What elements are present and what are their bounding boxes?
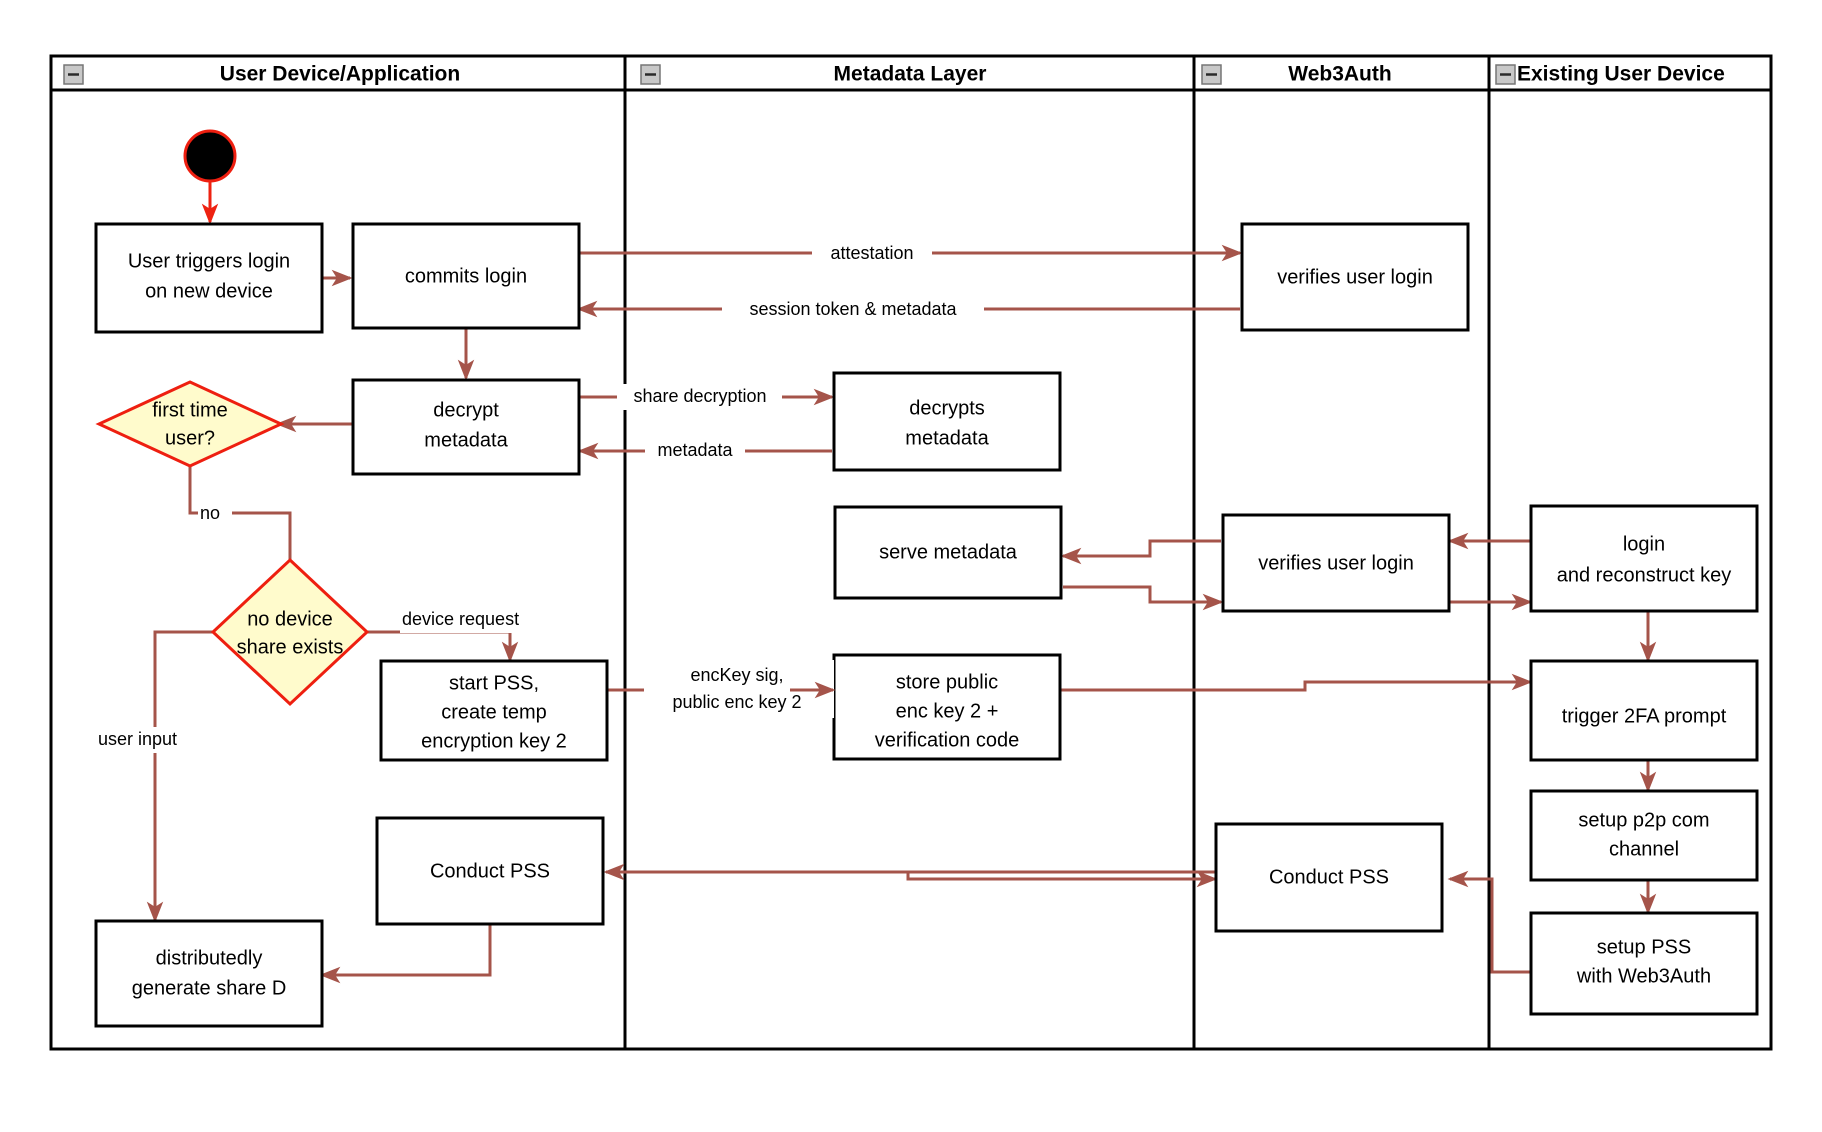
node-label-line-1: setup p2p com: [1578, 809, 1709, 831]
edge-label-bg-metadata: [645, 438, 745, 464]
minus-box-icon-lane-2[interactable]: [640, 64, 661, 85]
node-login-and-reconstruct-key[interactable]: login and reconstruct key: [1529, 504, 1759, 613]
node-label-line-1: start PSS,: [449, 672, 539, 694]
node-label-line-1: decrypts: [909, 397, 985, 419]
node-label-line-2: on new device: [145, 280, 273, 302]
swimlane-frame: [49, 54, 1773, 1051]
node-start-pss-create-temp-key[interactable]: start PSS, create temp encryption key 2: [379, 659, 609, 762]
node-decrypts-metadata[interactable]: decrypts metadata: [832, 371, 1062, 472]
node-trigger-2fa-prompt[interactable]: trigger 2FA prompt: [1529, 659, 1759, 762]
lane-title-user-device: User Device/Application: [220, 63, 460, 86]
node-label-line-2: create temp: [441, 701, 547, 723]
node-label: Conduct PSS: [430, 860, 550, 882]
edge-label-bg-no: [198, 500, 232, 526]
node-verifies-user-login-2[interactable]: verifies user login: [1221, 513, 1451, 613]
minus-box-icon-lane-1[interactable]: [63, 64, 84, 85]
node-first-time-user-decision[interactable]: first time user?: [95, 380, 285, 468]
node-label-line-1: no device: [247, 608, 333, 630]
edge-label-metadata: metadata: [657, 440, 733, 460]
node-label-line-1: User triggers login: [128, 250, 290, 272]
node-label-line-3: verification code: [875, 729, 1020, 751]
node-label-line-2: user?: [165, 427, 215, 449]
lane-title-metadata-layer: Metadata Layer: [834, 63, 987, 86]
edge-label-bg-device-request: [400, 607, 552, 633]
node-label: verifies user login: [1258, 552, 1414, 574]
node-label-line-2: share exists: [237, 636, 344, 658]
node-label-line-1: distributedly: [156, 947, 263, 969]
node-commits-login[interactable]: commits login: [351, 222, 581, 330]
edge-label-bg-attestation: [812, 240, 932, 266]
edge-label-enckey-sig-line-2: public enc key 2: [672, 692, 801, 712]
node-distributedly-generate-share-d[interactable]: distributedly generate share D: [94, 919, 324, 1028]
node-label-line-1: store public: [896, 671, 998, 693]
edge-no-branch: [188, 466, 299, 600]
node-setup-p2p-com-channel[interactable]: setup p2p com channel: [1529, 789, 1759, 882]
edge-label-session-token: session token & metadata: [749, 299, 957, 319]
edge-label-attestation: attestation: [830, 243, 913, 263]
node-label: commits login: [405, 265, 527, 287]
node-setup-pss-with-web3auth[interactable]: setup PSS with Web3Auth: [1529, 911, 1759, 1016]
node-label-line-2: and reconstruct key: [1557, 564, 1732, 586]
node-store-public-enc-key[interactable]: store public enc key 2 + verification co…: [832, 653, 1062, 761]
edge-label-device-request: device request: [402, 609, 519, 629]
node-label-line-2: enc key 2 +: [896, 700, 999, 722]
lane-title-web3auth: Web3Auth: [1288, 63, 1391, 86]
edge-device-request: [366, 630, 519, 663]
node-label-line-1: login: [1623, 533, 1665, 555]
edge-conduct-pss-to-share-d: [319, 925, 492, 984]
edge-label-user-input: user input: [98, 729, 177, 749]
minus-box-icon-lane-4[interactable]: [1495, 64, 1516, 85]
node-label: verifies user login: [1277, 266, 1433, 288]
node-label-line-1: setup PSS: [1597, 936, 1692, 958]
node-label-line-3: encryption key 2: [421, 730, 567, 752]
node-label-line-2: with Web3Auth: [1576, 965, 1711, 987]
start-node: [183, 129, 237, 183]
node-label-line-1: decrypt: [433, 399, 499, 421]
node-label-line-2: channel: [1609, 838, 1679, 860]
node-label-line-1: first time: [152, 399, 228, 421]
node-conduct-pss-web3auth[interactable]: Conduct PSS: [1214, 822, 1444, 933]
node-verifies-user-login-1[interactable]: verifies user login: [1240, 222, 1470, 332]
node-serve-metadata[interactable]: serve metadata: [833, 505, 1063, 600]
node-conduct-pss-user[interactable]: Conduct PSS: [375, 816, 605, 926]
edge-label-bg-share-decryption: [617, 384, 782, 410]
lane-title-existing-user-device: Existing User Device: [1517, 63, 1725, 86]
edge-store-key-to-trigger-2fa: [1059, 673, 1533, 692]
node-label: serve metadata: [879, 541, 1018, 563]
node-label-line-2: generate share D: [132, 977, 287, 999]
edge-label-no: no: [200, 503, 220, 523]
edge-label-enckey-sig-line-1: encKey sig,: [690, 665, 783, 685]
node-label: Conduct PSS: [1269, 866, 1389, 888]
edge-user-input: [146, 630, 213, 923]
edge-verifies-2-to-serve-metadata: [1060, 539, 1221, 565]
node-label-line-2: metadata: [424, 429, 508, 451]
node-no-device-share-exists-decision[interactable]: no device share exists: [210, 557, 370, 707]
edge-label-share-decryption: share decryption: [633, 386, 766, 406]
minus-box-icon-lane-3[interactable]: [1201, 64, 1222, 85]
edge-setup-pss-to-conduct-pss-web3auth: [1447, 870, 1530, 974]
node-label: trigger 2FA prompt: [1562, 705, 1727, 727]
node-label-line-2: metadata: [905, 427, 989, 449]
node-user-triggers-login[interactable]: User triggers login on new device: [94, 222, 324, 334]
edge-label-bg-user-input: [96, 727, 206, 753]
edge-serve-metadata-to-verifies-2: [1063, 585, 1224, 611]
node-decrypt-metadata[interactable]: decrypt metadata: [351, 378, 581, 476]
edge-label-bg-session-token: [722, 296, 984, 322]
